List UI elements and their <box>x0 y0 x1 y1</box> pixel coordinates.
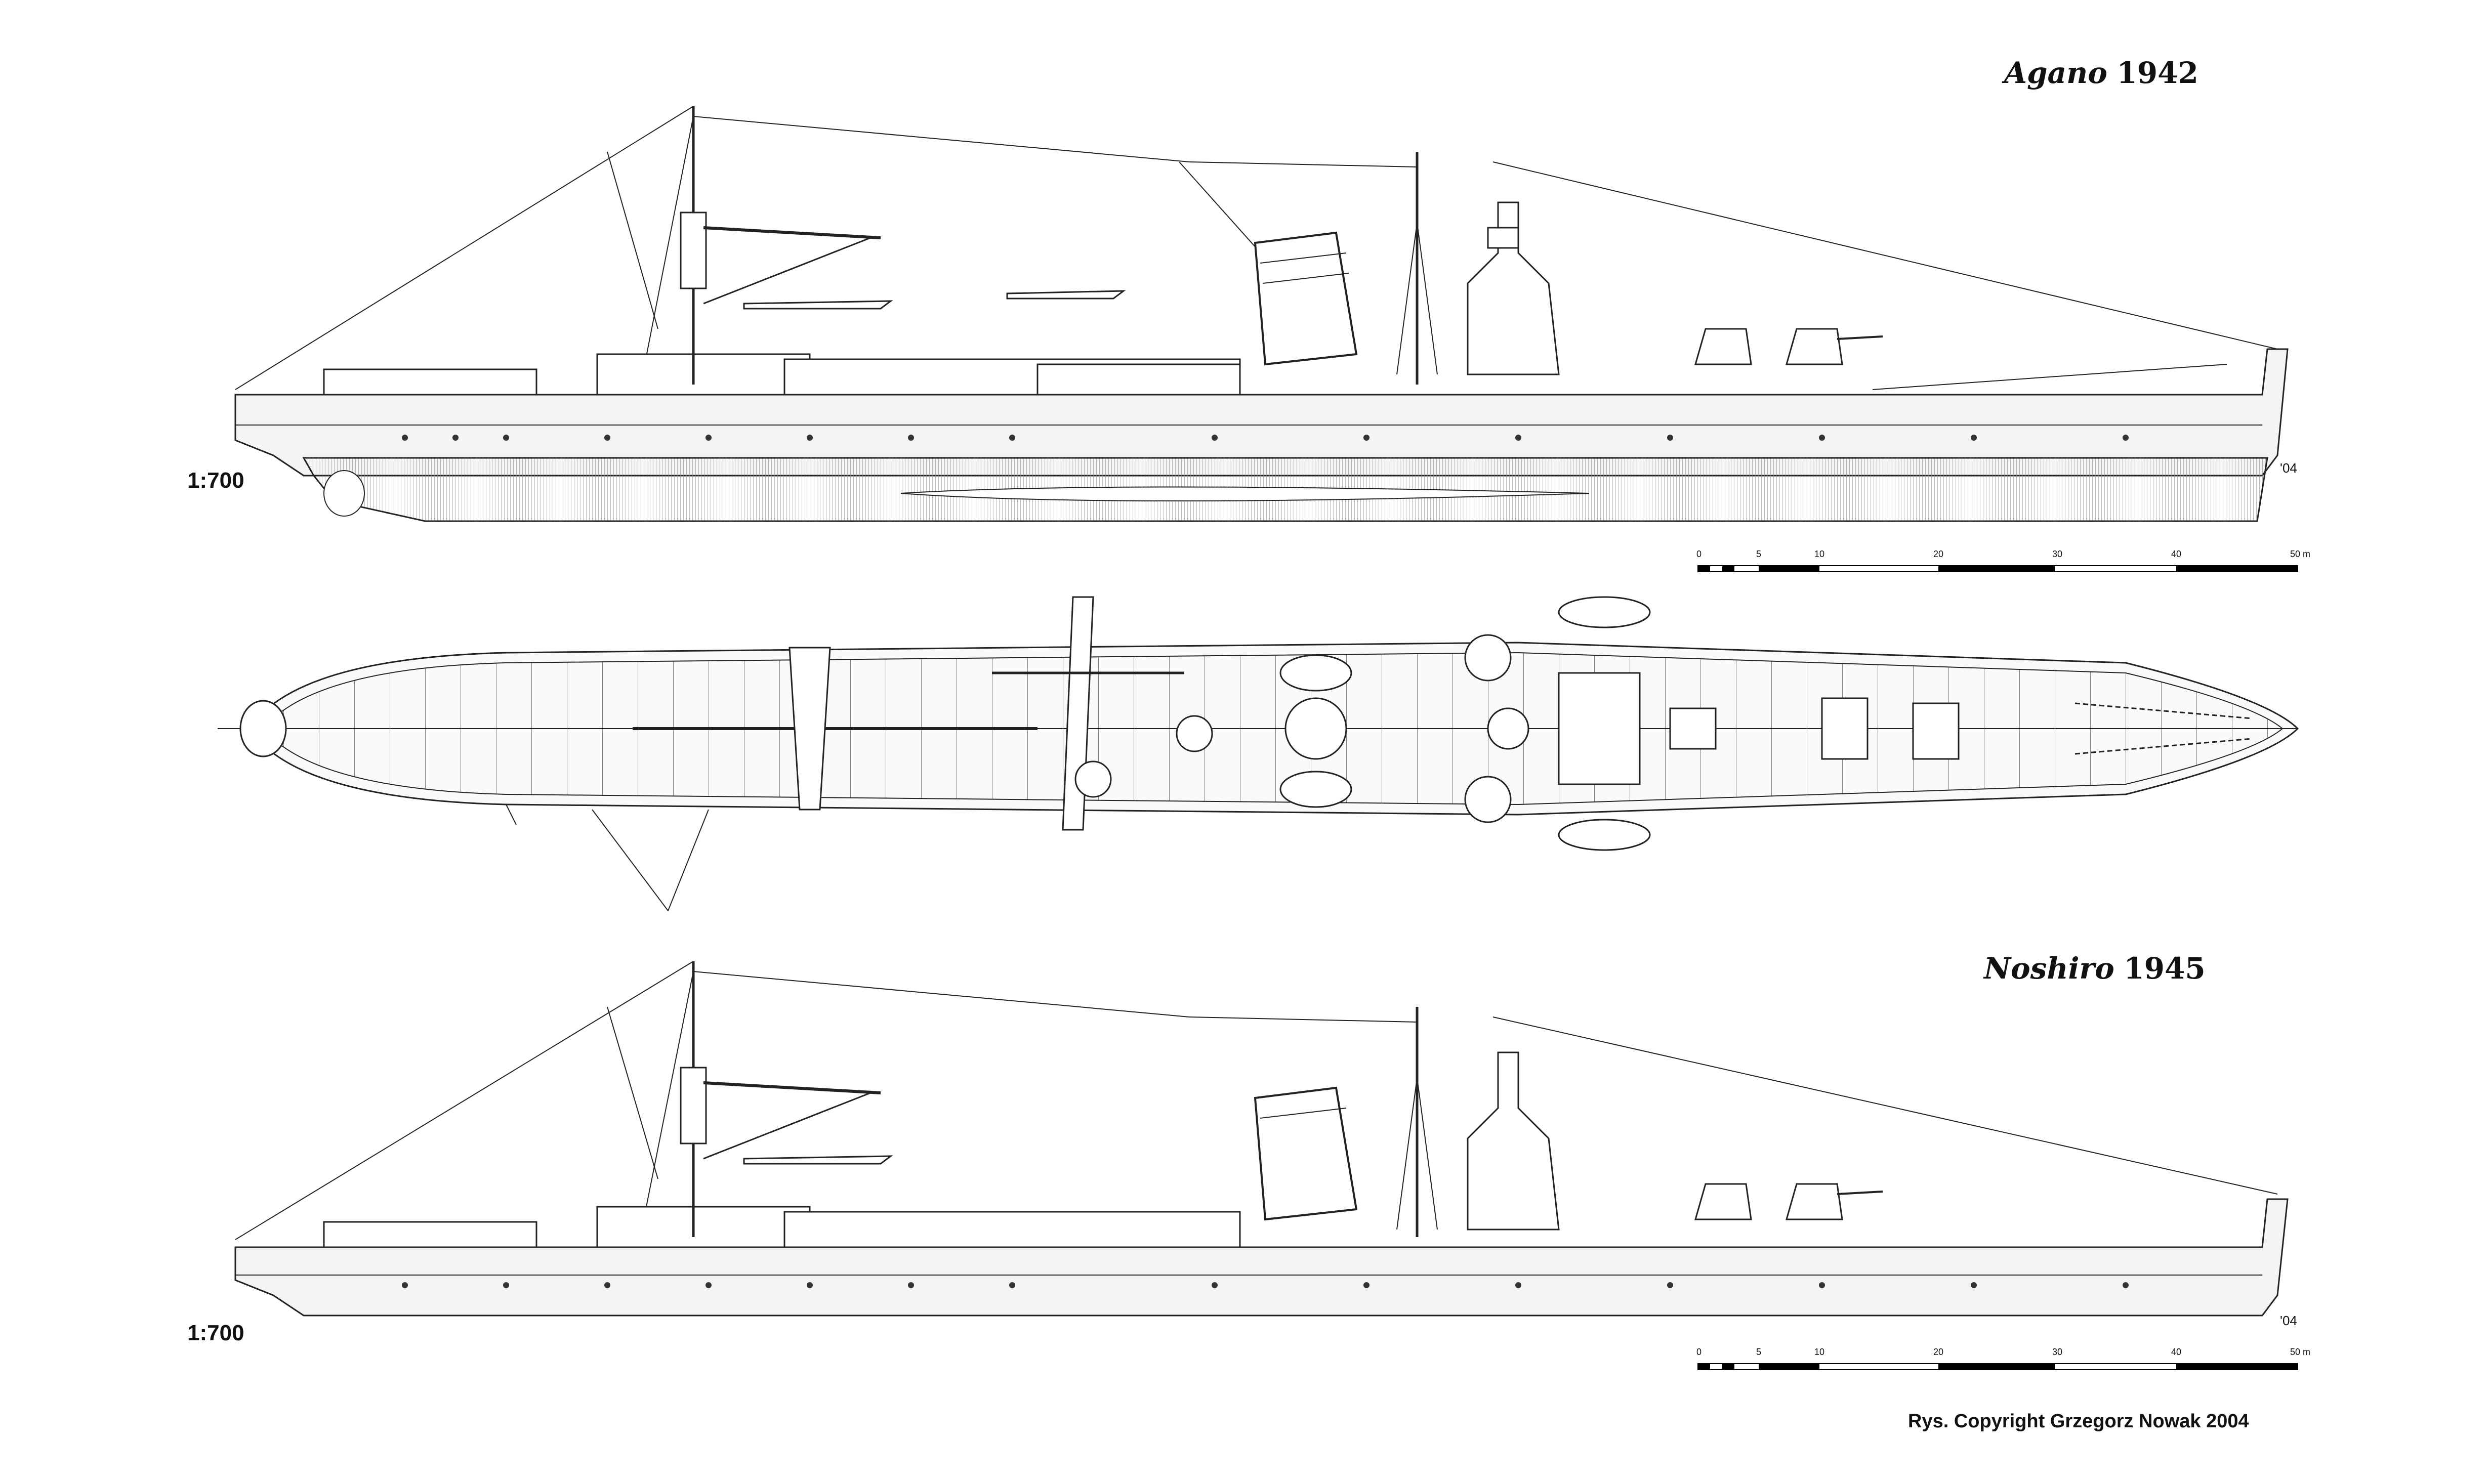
scale-tick: 0 <box>1696 549 1702 559</box>
scale-tick: 10 <box>1814 1347 1825 1357</box>
ship-name: Agano <box>2004 56 2107 90</box>
scale-tick: 5 <box>1756 1347 1762 1357</box>
scale-tick: 50 m <box>2290 549 2311 559</box>
scale-tick: 20 <box>1933 549 1944 559</box>
rigging-lines <box>235 106 2278 390</box>
forward-turret-b <box>1694 328 1752 365</box>
floatplane-aft <box>743 300 893 310</box>
boat-starboard-1 <box>1279 654 1352 692</box>
profile-view-noshiro <box>234 961 2289 1317</box>
ship-year: 1942 <box>2116 56 2198 90</box>
mid-deckhouse <box>1036 363 1241 396</box>
scale-tick: 0 <box>1696 1347 1702 1357</box>
profile-view-agano <box>234 106 2289 522</box>
forward-turret-a <box>1786 328 1843 365</box>
scale-tick: 5 <box>1756 549 1762 559</box>
forward-turret-plan <box>1821 697 1869 760</box>
ship-year: 1945 <box>2124 951 2206 986</box>
hull-profile <box>234 1198 2289 1317</box>
view-title-noshiro: Noshiro 1945 <box>1984 951 2206 986</box>
copyright-notice: Rys. Copyright Grzegorz Nowak 2004 <box>1908 1411 2249 1432</box>
floatplane-mid <box>1006 290 1126 300</box>
ship-name: Noshiro <box>1984 951 2114 986</box>
boat-starboard-2 <box>1558 596 1651 628</box>
scale-tick: 10 <box>1814 549 1825 559</box>
funnel-noshiro <box>1254 1086 1358 1221</box>
scale-tick: 30 <box>2052 549 2063 559</box>
boat-port-1 <box>1279 771 1352 808</box>
scale-label-top: 1:700 <box>187 468 244 493</box>
scale-bar-bottom <box>1697 1363 2298 1370</box>
aft-deckhouse <box>323 368 537 396</box>
bridge-plan <box>1558 672 1641 785</box>
bridge-noshiro <box>1467 1051 1560 1231</box>
portholes-noshiro <box>402 1282 2129 1288</box>
view-title-agano: Agano 1942 <box>2004 56 2198 90</box>
scale-tick: 40 <box>2171 1347 2182 1357</box>
funnel-plan <box>1284 697 1347 760</box>
scale-tick: 30 <box>2052 1347 2063 1357</box>
floatplane-noshiro <box>743 1155 893 1165</box>
drawing-mark-top: '04 <box>2280 460 2297 476</box>
bilge-keel <box>900 486 1590 501</box>
anchor-chain <box>2074 702 2253 719</box>
aft-structure <box>596 353 811 396</box>
stern-roundel <box>239 700 287 757</box>
scale-tick: 50 m <box>2290 1347 2311 1357</box>
rudder-area <box>323 470 365 517</box>
scale-bar-top <box>1697 565 2298 572</box>
drawing-mark-bottom: '04 <box>2280 1313 2297 1328</box>
scale-tick: 20 <box>1933 1347 1944 1357</box>
crane-arm <box>703 226 881 239</box>
scale-label-bottom: 1:700 <box>187 1321 244 1345</box>
boat-port-2 <box>1558 819 1651 851</box>
bridge-tower <box>1467 201 1560 375</box>
portholes <box>402 435 2129 441</box>
funnel <box>1254 231 1358 366</box>
scale-tick: 40 <box>2171 549 2182 559</box>
hull-profile-upper <box>234 348 2289 477</box>
plan-view-deck <box>218 596 2299 911</box>
